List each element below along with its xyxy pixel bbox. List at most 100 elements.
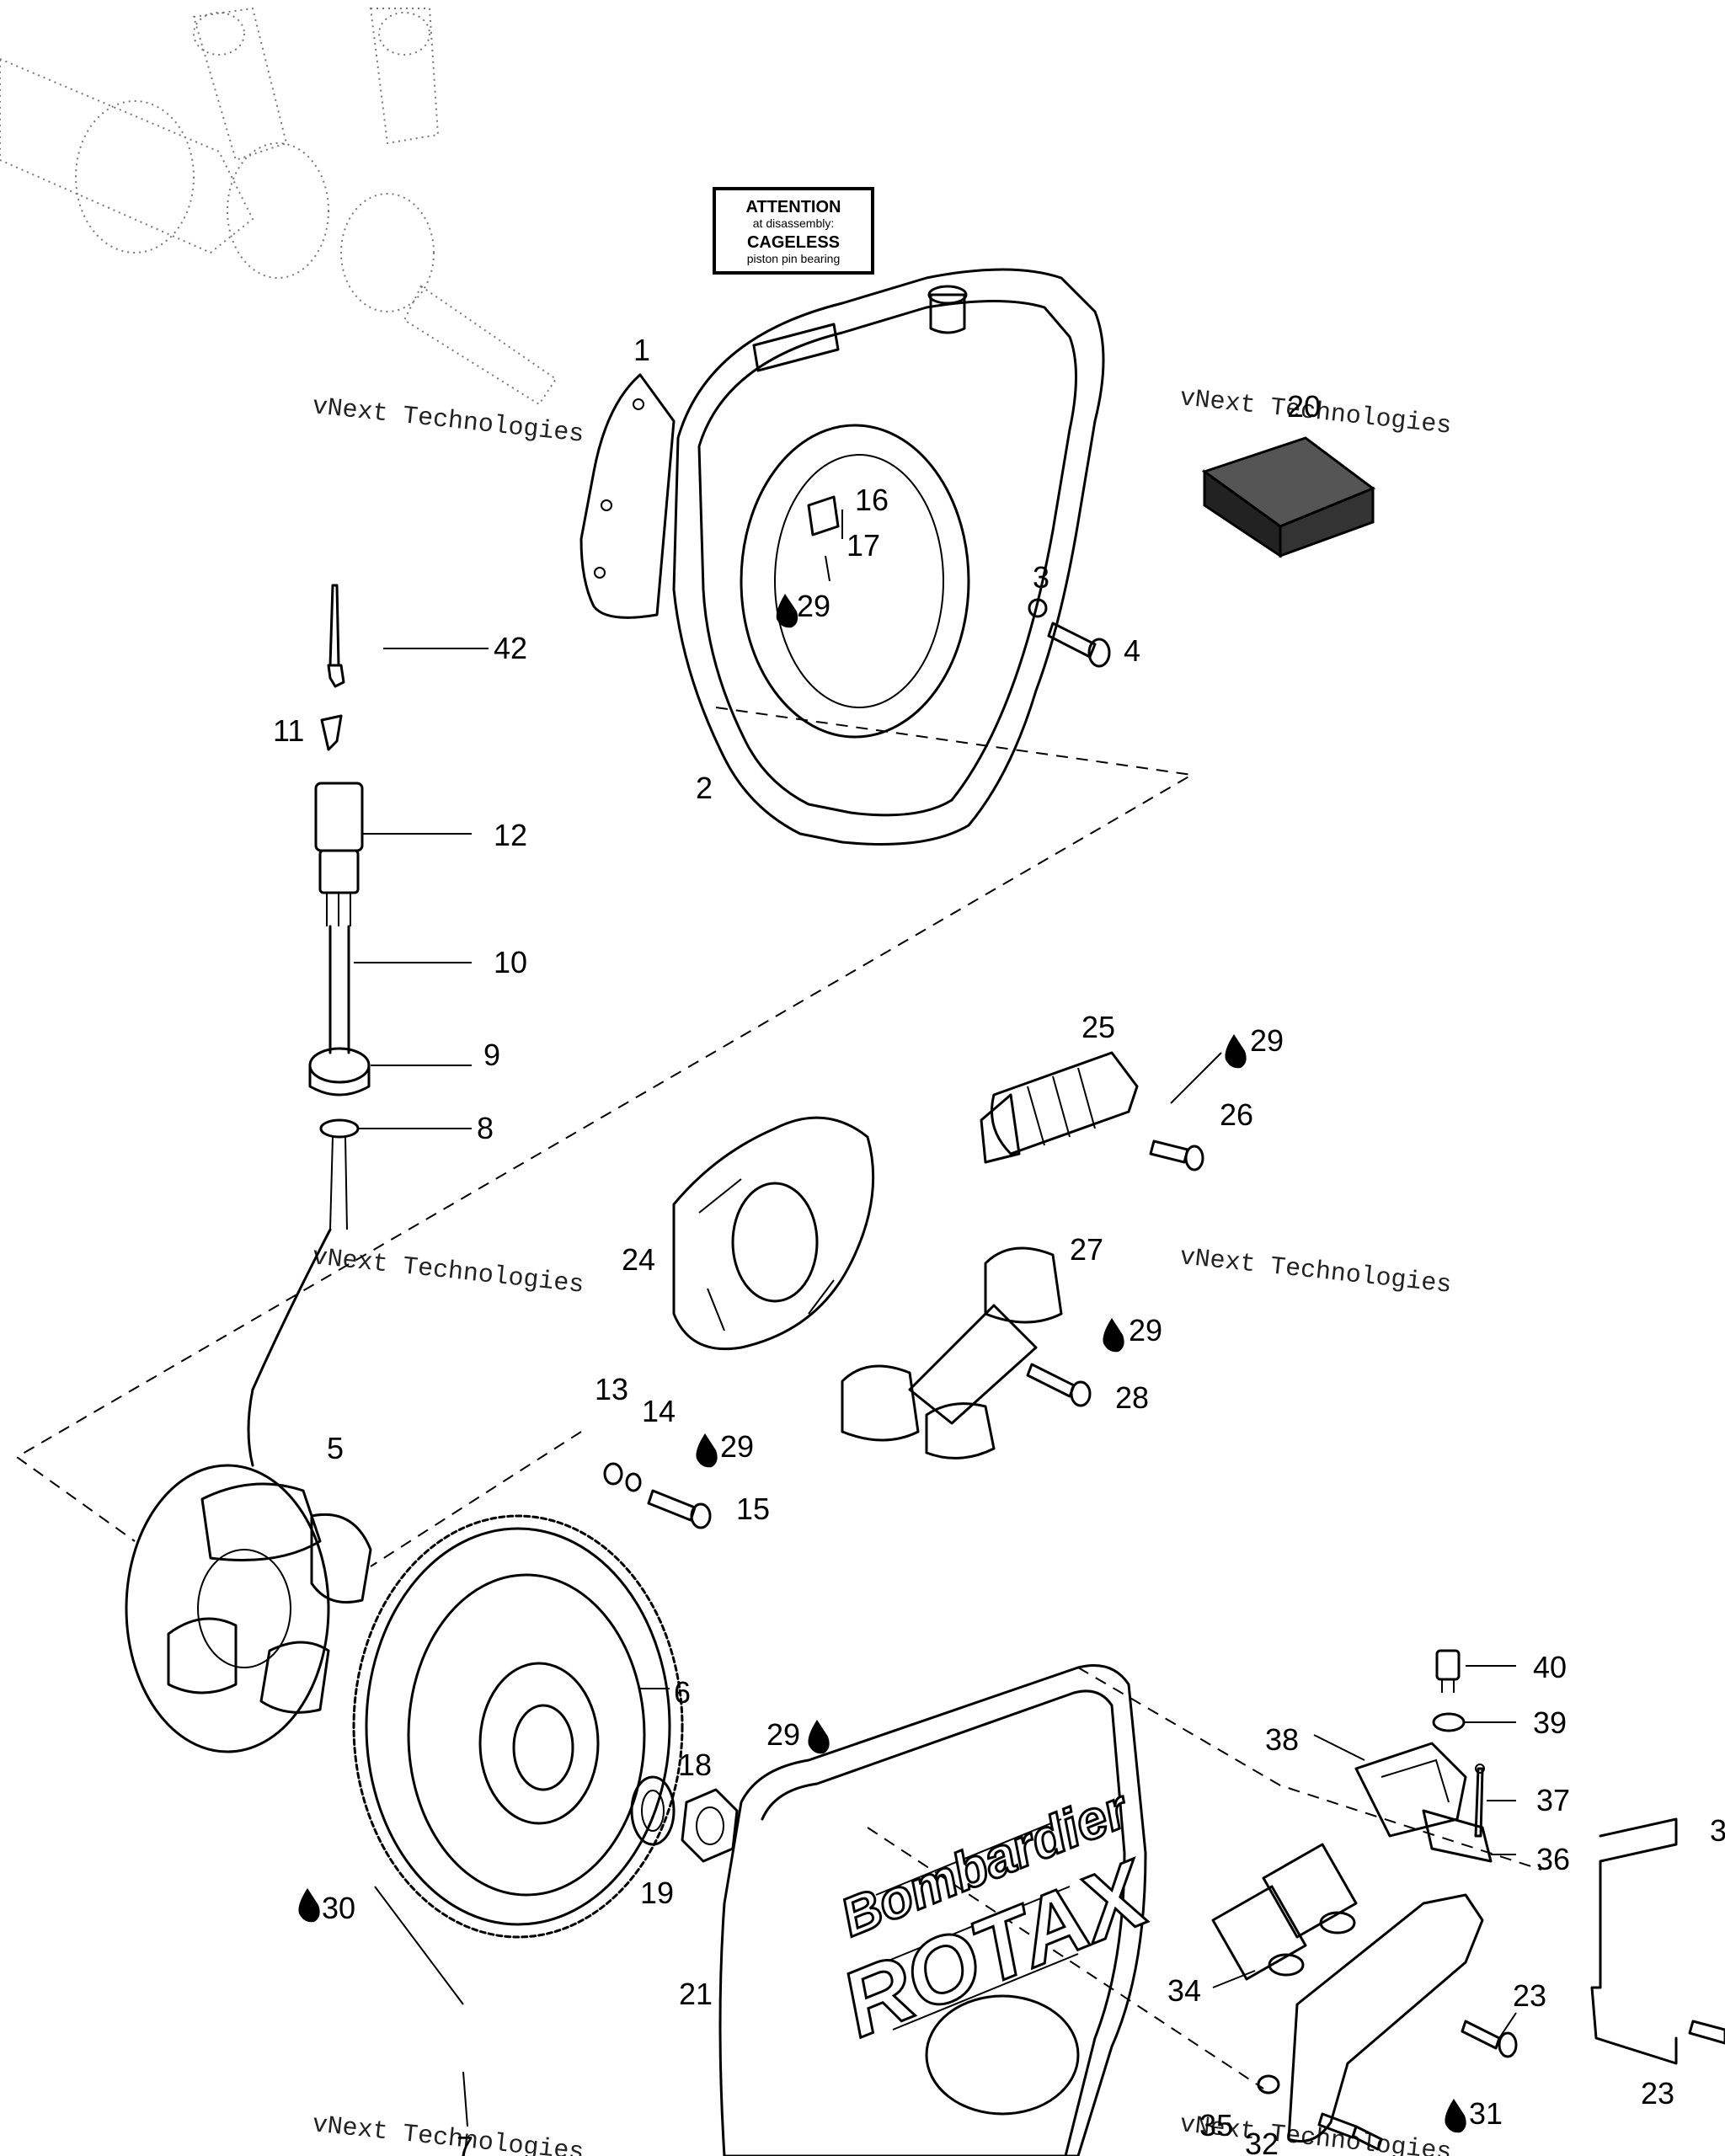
callout-5: 5 <box>327 1431 344 1465</box>
crankshaft-ghost <box>0 7 558 406</box>
connector-part-12 <box>314 782 364 926</box>
oil-drop-icon <box>1103 1318 1124 1353</box>
watermark-top-left: vNext Technologies <box>311 392 585 450</box>
callout-9: 9 <box>483 1038 500 1072</box>
watermark-text: vNext Technologies <box>311 2111 585 2156</box>
screw-part-26 <box>1149 1139 1204 1171</box>
assembly-dashed-lines <box>15 707 1542 2089</box>
housing-part-2 <box>672 268 1105 846</box>
attention-line1: ATTENTION <box>746 198 841 216</box>
seal-part-8 <box>247 1118 360 1467</box>
callout-42: 42 <box>494 631 527 665</box>
grommet-part-9 <box>308 1047 371 1097</box>
attention-label: ATTENTION at disassembly: CAGELESS pisto… <box>713 187 874 275</box>
attention-line3: CAGELESS <box>747 233 840 252</box>
watermark-mid-right: vNext Technologies <box>1178 1243 1453 1300</box>
callout-4: 4 <box>1124 633 1140 668</box>
screw-part-31 <box>1351 2125 1383 2151</box>
watermark-text: vNext Technologies <box>311 392 585 450</box>
callout-17: 17 <box>846 528 880 563</box>
callout-29c: 29 <box>1129 1313 1162 1348</box>
leader-lines <box>354 510 1517 2127</box>
callout-32: 32 <box>1245 2127 1279 2156</box>
oil-drop-icon <box>808 1720 830 1754</box>
callout-38: 38 <box>1265 1722 1299 1757</box>
callout-33: 3 <box>1710 1813 1725 1848</box>
bracket-part-33 <box>1590 1817 1678 2065</box>
callout-2: 2 <box>696 771 713 805</box>
callout-12: 12 <box>494 818 527 852</box>
cable-part-10 <box>328 925 350 1054</box>
callout-6: 6 <box>674 1675 691 1710</box>
callout-7: 7 <box>457 2130 473 2156</box>
callout-1: 1 <box>633 333 650 367</box>
oil-drop-icon <box>696 1433 718 1468</box>
washer-part-13 <box>603 1462 623 1486</box>
screw-part-40 <box>1435 1649 1461 1693</box>
callout-34: 34 <box>1167 1973 1201 2008</box>
callout-23a: 23 <box>1513 1978 1546 2013</box>
callout-19: 19 <box>640 1876 674 1910</box>
callout-40: 40 <box>1533 1650 1567 1684</box>
pin-part-37 <box>1474 1764 1485 1838</box>
bracket-part-38 <box>1354 1742 1467 1838</box>
gasket-part-1 <box>579 373 676 619</box>
callout-29a: 29 <box>797 589 830 623</box>
callout-36: 36 <box>1536 1842 1570 1876</box>
oil-drop-icon <box>1445 2099 1466 2133</box>
callout-37: 37 <box>1536 1783 1570 1817</box>
spacers-part-34 <box>1211 1843 1358 1981</box>
callout-15: 15 <box>736 1492 770 1526</box>
callout-29d: 29 <box>720 1429 754 1464</box>
attention-line2: at disassembly: <box>753 216 834 230</box>
callout-20: 20 <box>1287 389 1321 424</box>
screw-part-23a <box>1461 2020 1518 2058</box>
oil-drop-icon <box>776 594 798 628</box>
callout-25: 25 <box>1081 1010 1115 1044</box>
callout-35: 35 <box>1199 2108 1233 2143</box>
callout-8: 8 <box>477 1111 494 1145</box>
attention-line4: piston pin bearing <box>747 252 841 265</box>
callout-3: 3 <box>1033 560 1049 595</box>
callout-23b: 23 <box>1641 2076 1674 2111</box>
callout-31: 31 <box>1469 2096 1503 2131</box>
screw-part-23b <box>1688 2020 1725 2045</box>
callout-14: 14 <box>642 1394 676 1428</box>
plate-part-24 <box>672 1116 875 1351</box>
washer-part-18 <box>630 1775 676 1846</box>
washer-part-14 <box>625 1472 642 1492</box>
callout-numbers: 1 2 3 4 5 6 7 8 9 10 11 12 13 14 15 16 1… <box>273 333 1725 2156</box>
callout-16: 16 <box>855 483 889 517</box>
callout-29e: 29 <box>766 1717 800 1752</box>
stator-part-5 <box>125 1464 372 1753</box>
block-part-20 <box>1201 436 1376 558</box>
callout-26: 26 <box>1220 1097 1253 1132</box>
screw-part-15 <box>647 1489 712 1529</box>
watermark-bottom-left: vNext Technologies <box>311 2111 585 2156</box>
nut-part-19 <box>681 1788 739 1863</box>
callout-21: 21 <box>679 1977 713 2011</box>
flywheel-part-6 <box>352 1514 684 1939</box>
callout-18: 18 <box>678 1748 712 1782</box>
washer-part-3 <box>1028 598 1048 618</box>
watermark-text: vNext Technologies <box>1178 1243 1453 1300</box>
watermark-mid-left: vNext Technologies <box>311 1243 585 1300</box>
watermark-text: vNext Technologies <box>311 1243 585 1300</box>
callout-10: 10 <box>494 945 527 979</box>
callout-27: 27 <box>1070 1232 1103 1267</box>
bracket-plate-part <box>1287 1893 1484 2143</box>
washer-part-39 <box>1432 1712 1466 1732</box>
oil-drop-icon <box>298 1888 320 1923</box>
callout-13: 13 <box>595 1372 628 1406</box>
callout-30: 30 <box>322 1891 355 1925</box>
screw-part-28 <box>1026 1363 1092 1407</box>
screw-part-4 <box>1047 622 1111 668</box>
callout-24: 24 <box>622 1242 655 1277</box>
pin-part-42 <box>327 584 345 688</box>
callout-28: 28 <box>1115 1380 1149 1415</box>
washer-part-35 <box>1257 2074 1280 2095</box>
coil-part-27 <box>841 1246 1063 1460</box>
oil-drop-icon <box>1225 1034 1247 1069</box>
